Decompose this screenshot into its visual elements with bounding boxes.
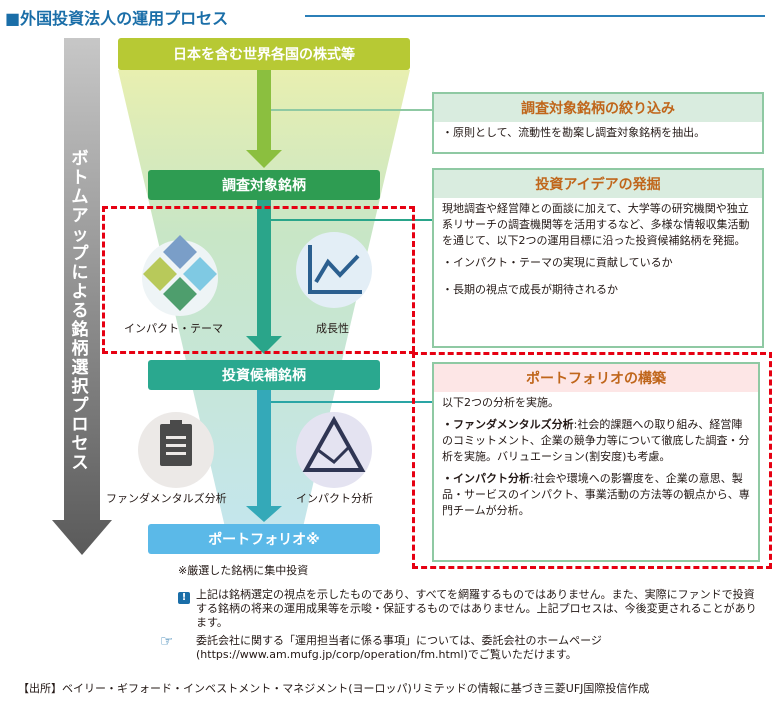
impact-analysis-text: :社会や環境への影響度を、企業の意思、製品・サービスのインパクト、事業活動の方法…	[442, 472, 750, 517]
stem-arrow-3	[246, 506, 282, 522]
source-note: 【出所】ベイリー・ギフォード・インベストメント・マネジメント(ヨーロッパ)リミテ…	[18, 682, 650, 695]
investigation-stocks-box: 調査対象銘柄	[148, 170, 380, 200]
fundamental-analysis-text: :社会的課題への取り組み、経営陣のコミットメント、企業の競争力等について徹底した…	[442, 418, 750, 463]
global-equities-box: 日本を含む世界各国の株式等	[118, 38, 410, 70]
website-note: 委託会社に関する「運用担当者に係る事項」については、委託会社のホームページ(ht…	[196, 634, 602, 661]
concentration-note: ※厳選した銘柄に集中投資	[178, 564, 309, 577]
pointing-hand-icon: ☞	[160, 632, 174, 650]
candidate-stocks-box: 投資候補銘柄	[148, 360, 380, 390]
growth-label: 成長性	[316, 322, 349, 335]
highlight-frame-top-right	[412, 352, 766, 355]
fundamental-analysis-label: ・ファンダメンタルズ分析	[442, 418, 574, 431]
highlight-frame-mid	[412, 206, 415, 352]
disclaimer-note: 上記は銘柄選定の視点を示したものであり、すべてを網羅するものではありません。また…	[196, 588, 757, 629]
ideas-heading: 投資アイデアの発掘	[434, 170, 762, 198]
ideas-text: 現地調査や経営陣との面談に加えて、大学等の研究機関や独立系リサーチの調査機関等を…	[442, 202, 750, 247]
impact-analysis-item: ・インパクト分析:社会や環境への影響度を、企業の意思、製品・サービスのインパクト…	[434, 468, 758, 522]
impact-analysis-label: インパクト分析	[296, 492, 373, 505]
title-rule	[305, 15, 765, 17]
impact-theme-label: インパクト・テーマ	[124, 322, 223, 335]
impact-theme-icon	[142, 235, 218, 316]
stem-arrow-1	[246, 150, 282, 168]
stem-2	[257, 200, 271, 340]
bottom-up-label: ボトムアップによる銘柄選択プロセス	[71, 149, 89, 473]
construction-intro: 以下2つの分析を実施。	[442, 396, 559, 409]
fundamental-analysis-item: ・ファンダメンタルズ分析:社会的課題への取り組み、経営陣のコミットメント、企業の…	[434, 414, 758, 468]
impact-analysis-icon	[296, 412, 372, 488]
ideas-panel: 投資アイデアの発掘 現地調査や経営陣との面談に加えて、大学等の研究機関や独立系リ…	[432, 168, 764, 348]
stem-1	[257, 64, 271, 156]
stem-arrow-2	[246, 336, 282, 354]
highlight-frame-right	[412, 352, 772, 569]
ideas-bullet-growth: ・長期の視点で成長が期待されるか	[442, 283, 618, 296]
stem-3	[257, 390, 271, 510]
fundamental-icon	[138, 412, 214, 488]
narrowing-text: ・原則として、流動性を勘案し調査対象銘柄を抽出。	[442, 126, 706, 139]
page-title: ■外国投資法人の運用プロセス	[5, 9, 229, 28]
construction-heading: ポートフォリオの構築	[434, 364, 758, 392]
info-icon: !	[178, 590, 196, 604]
narrowing-heading: 調査対象銘柄の絞り込み	[434, 94, 762, 122]
narrowing-panel: 調査対象銘柄の絞り込み ・原則として、流動性を勘案し調査対象銘柄を抽出。	[432, 92, 764, 154]
ideas-bullet-impact: ・インパクト・テーマの実現に貢献しているか	[442, 256, 673, 269]
bottom-up-arrow	[52, 38, 112, 555]
construction-panel: ポートフォリオの構築 以下2つの分析を実施。 ・ファンダメンタルズ分析:社会的課…	[432, 362, 760, 562]
portfolio-box: ポートフォリオ※	[148, 524, 380, 554]
highlight-frame-left	[102, 206, 415, 354]
growth-icon	[296, 232, 372, 308]
impact-analysis-item-label: ・インパクト分析	[442, 472, 530, 485]
fundamental-label: ファンダメンタルズ分析	[106, 492, 227, 505]
